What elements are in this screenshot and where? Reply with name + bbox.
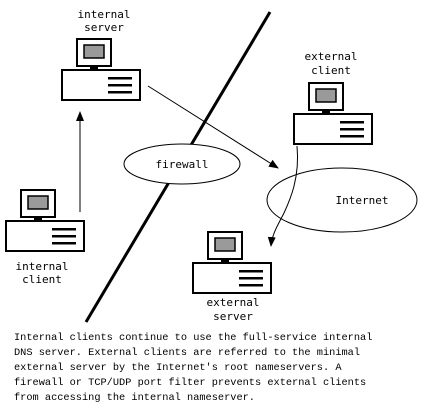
internal-client-label-line1: internal (16, 260, 69, 273)
internet-ellipse (266, 167, 418, 233)
internal-server-label-line1: internal (78, 8, 131, 21)
caption-line: Internal clients continue to use the ful… (14, 332, 373, 344)
dns-firewall-diagram: firewall Internet internal server extern… (5, 8, 418, 323)
internal-client-computer-icon (5, 189, 85, 252)
external-client-label-line1: external (305, 50, 358, 63)
caption-line: external server by the Internet's root n… (14, 362, 342, 374)
external-client-label-line2: client (311, 64, 351, 77)
firewall-label: firewall (156, 158, 209, 171)
external-server-label-line1: external (207, 296, 260, 309)
internal-server-computer-icon (61, 38, 141, 101)
internal-client-label-line2: client (22, 273, 62, 286)
external-client-computer-icon (293, 82, 373, 145)
caption-line: DNS server. External clients are referre… (14, 347, 361, 359)
internal-server-label-line2: server (84, 21, 124, 34)
firewall-ellipse (123, 143, 241, 185)
caption-line: firewall or TCP/UDP port filter prevents… (14, 377, 367, 389)
arrow-external-client-to-external-server (267, 145, 299, 247)
diagram-caption: Internal clients continue to use the ful… (14, 331, 422, 406)
arrow-server-to-internet (147, 85, 279, 169)
internet-label: Internet (336, 194, 389, 207)
caption-line: from accessing the internal nameserver. (14, 392, 255, 404)
external-server-label-line2: server (213, 310, 253, 323)
external-server-computer-icon (192, 231, 272, 294)
